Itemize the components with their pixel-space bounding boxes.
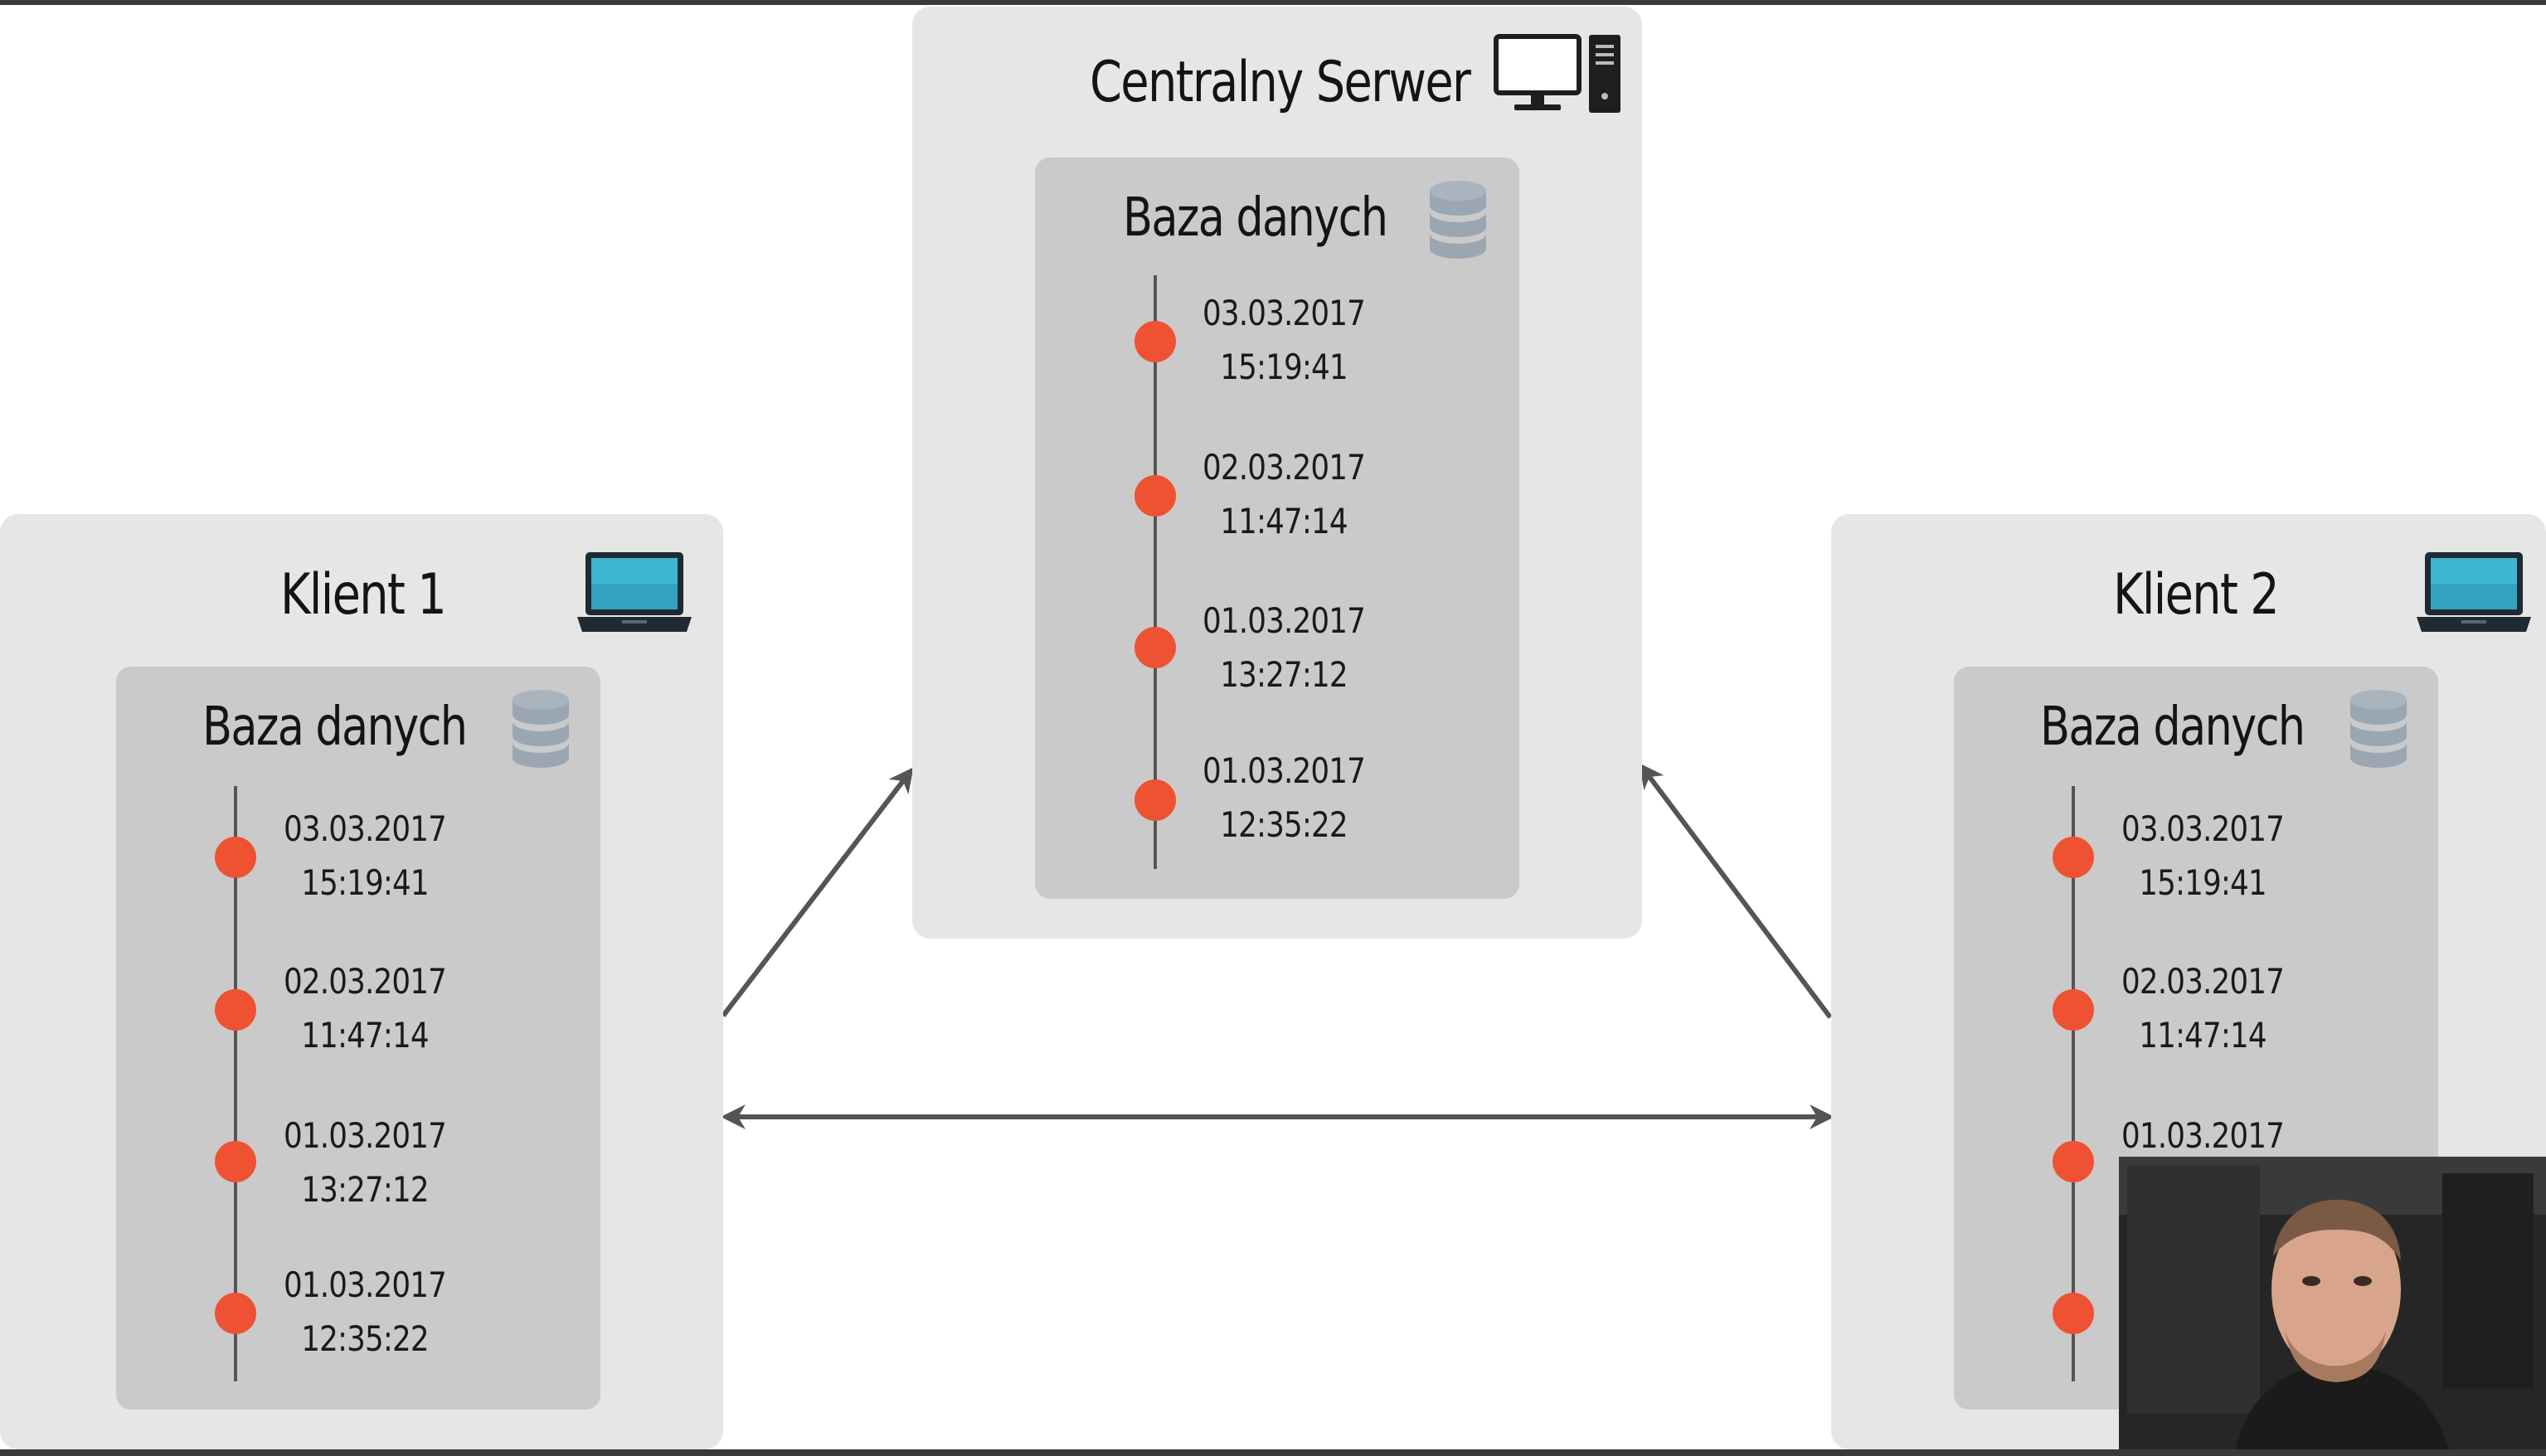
client1-database-title: Baza danych (202, 696, 468, 758)
server-entry-2-dot (1135, 475, 1176, 517)
client2-database-title: Baza danych (2040, 696, 2305, 758)
database-icon (1430, 181, 1486, 259)
presenter-video-frame (2119, 1157, 2546, 1456)
client2-entry-1-dot (2053, 837, 2094, 878)
arrow-client1-to-server (721, 767, 914, 1017)
server-database-title: Baza danych (1123, 187, 1388, 249)
server-entry-1-dot (1135, 321, 1176, 362)
client1-title: Klient 1 (280, 562, 447, 628)
client2-title: Klient 2 (2113, 562, 2280, 628)
database-icon (513, 690, 569, 768)
client2-entry-3-dot (2053, 1141, 2094, 1182)
server-title: Centralny Serwer (1090, 50, 1471, 115)
client2-entry-2-dot (2053, 989, 2094, 1031)
client1-entry-2-dot (215, 989, 256, 1031)
desktop-computer-icon (1494, 34, 1620, 113)
laptop-icon (2417, 552, 2531, 632)
database-icon (2350, 690, 2407, 768)
client1-entry-3-dot (215, 1141, 256, 1182)
client2-entry-4-dot (2053, 1293, 2094, 1334)
client1-entry-1-dot (215, 837, 256, 878)
bottom-border (0, 1449, 2546, 1456)
webcam-overlay (2119, 1157, 2546, 1456)
server-entry-3-dot (1135, 627, 1176, 668)
server-entry-4-dot (1135, 779, 1176, 821)
client1-entry-4-dot (215, 1293, 256, 1334)
arrow-client2-to-server (1639, 763, 1833, 1019)
client2-timeline (2072, 786, 2075, 1381)
server-timeline (1154, 275, 1157, 869)
laptop-icon (577, 552, 692, 632)
client2-entry-3: 01.03.2017 (2121, 1115, 2285, 1156)
top-border (0, 0, 2546, 5)
client1-timeline (234, 786, 237, 1381)
